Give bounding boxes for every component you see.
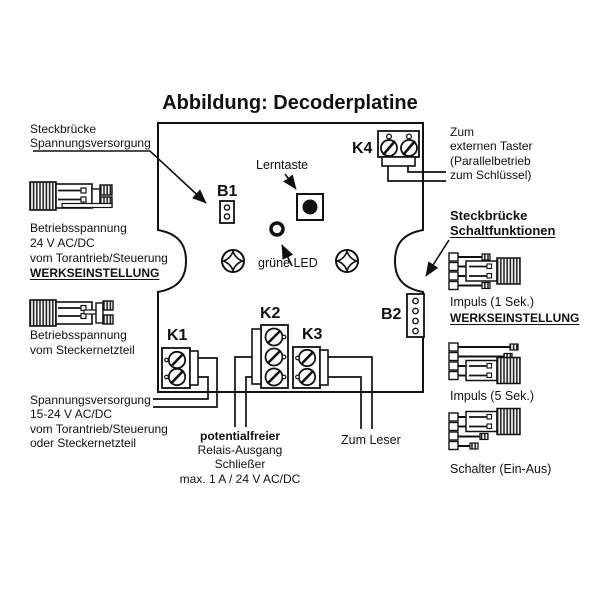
- wire-k3-upper: [328, 356, 373, 429]
- wire-k2-left: [234, 356, 252, 427]
- label-lerntaste: Lerntaste: [256, 158, 309, 172]
- wire-lines: [153, 166, 446, 429]
- label-k1: K1: [167, 327, 188, 344]
- diagram-title: Abbildung: Decoderplatine: [162, 92, 418, 114]
- green-led-icon: [269, 221, 285, 237]
- label-externer-taster: Zum externen Taster (Parallelbetrieb zum…: [450, 125, 533, 183]
- text-line: (Parallelbetrieb: [450, 153, 531, 168]
- text-line: zum Schlüssel): [450, 168, 532, 183]
- text-line: Spannungsversorgung: [30, 393, 151, 407]
- terminal-k4: [377, 130, 420, 167]
- label-k2: K2: [260, 305, 281, 322]
- wire-k1-lower: [153, 376, 209, 400]
- text-line: Zum: [450, 125, 474, 139]
- label-betriebsspannung-netzteil: Betriebsspannung vom Steckernetzteil: [30, 328, 135, 358]
- text-line: vom Steckernetzteil: [30, 343, 135, 357]
- label-betriebsspannung-24v: Betriebsspannung 24 V AC/DC vom Torantri…: [30, 221, 168, 281]
- pin-header-b1: [219, 200, 235, 224]
- jumper-icon-switch: [448, 407, 521, 451]
- label-steckbruecke-schaltfunktionen: Steckbrücke Schaltfunktionen: [450, 208, 556, 238]
- arrow-to-b2: [425, 239, 450, 277]
- jumper-icon-supply-plug: [29, 299, 114, 327]
- jumper-icon-supply-24v: [29, 181, 113, 211]
- pin-header-b2: [406, 293, 425, 338]
- text-line: Schließer: [214, 457, 266, 472]
- label-spannungsversorgung-15-24: Spannungsversorgung 15-24 V AC/DC vom To…: [30, 393, 168, 451]
- terminal-k2: [251, 324, 289, 389]
- label-k3: K3: [302, 326, 323, 343]
- leader-arrows: [33, 150, 450, 277]
- terminal-k1: [161, 347, 199, 389]
- text-line: Schaltfunktionen: [450, 222, 556, 238]
- wire-k1-upper: [153, 357, 218, 408]
- arrow-to-led: [281, 244, 294, 267]
- text-line: externen Taster: [450, 139, 533, 154]
- label-zum-leser: Zum Leser: [341, 433, 401, 447]
- wire-k3-lower: [328, 376, 362, 429]
- label-werkseinstellung-right: WERKSEINSTELLUNG: [450, 311, 580, 325]
- text-line: max. 1 A / 24 V AC/DC: [179, 471, 301, 486]
- text-line: Spannungsversorgung: [30, 135, 151, 150]
- learn-button-icon: [296, 193, 324, 221]
- text-line: potentialfreier: [199, 429, 280, 443]
- terminal-k3: [292, 346, 329, 389]
- label-schalter-ein-aus: Schalter (Ein-Aus): [450, 462, 552, 476]
- label-relais-ausgang: potentialfreier Relais-Ausgang Schließer…: [178, 429, 302, 486]
- text-line: vom Torantrieb/Steuerung: [30, 251, 168, 265]
- wire-k2-right: [245, 376, 252, 427]
- mounting-screw-left-icon: [221, 249, 245, 273]
- text-line: Relais-Ausgang: [197, 443, 283, 458]
- jumper-icon-impulse-1s: [448, 252, 521, 291]
- label-b2: B2: [381, 306, 402, 323]
- text-line: vom Torantrieb/Steuerung: [30, 421, 168, 436]
- label-b1: B1: [217, 183, 238, 200]
- text-line: Betriebsspannung: [30, 328, 127, 342]
- text-line: 15-24 V AC/DC: [30, 407, 113, 422]
- jumper-icon-impulse-5s: [448, 342, 521, 385]
- label-impuls-5s: Impuls (5 Sek.): [450, 389, 535, 403]
- text-line: Steckbrücke: [450, 208, 528, 223]
- text-line: Steckbrücke: [30, 122, 97, 136]
- label-steckbruecke-spannungsversorgung: Steckbrücke Spannungsversorgung: [30, 122, 151, 150]
- label-gruene-led: grüne LED: [258, 256, 318, 270]
- mounting-screw-right-icon: [335, 249, 359, 273]
- label-impuls-1s: Impuls (1 Sek.): [450, 295, 535, 309]
- arrow-to-lerntaste: [283, 173, 297, 190]
- arrow-to-b1: [33, 150, 207, 204]
- text-line: 24 V AC/DC: [30, 236, 95, 250]
- wire-k4-upper: [407, 166, 446, 173]
- text-line: oder Steckernetzteil: [30, 436, 137, 451]
- label-werkseinstellung-left: WERKSEINSTELLUNG: [30, 266, 160, 280]
- wire-k4-lower: [387, 166, 446, 182]
- text-line: Betriebsspannung: [30, 221, 127, 235]
- label-k4: K4: [352, 140, 373, 157]
